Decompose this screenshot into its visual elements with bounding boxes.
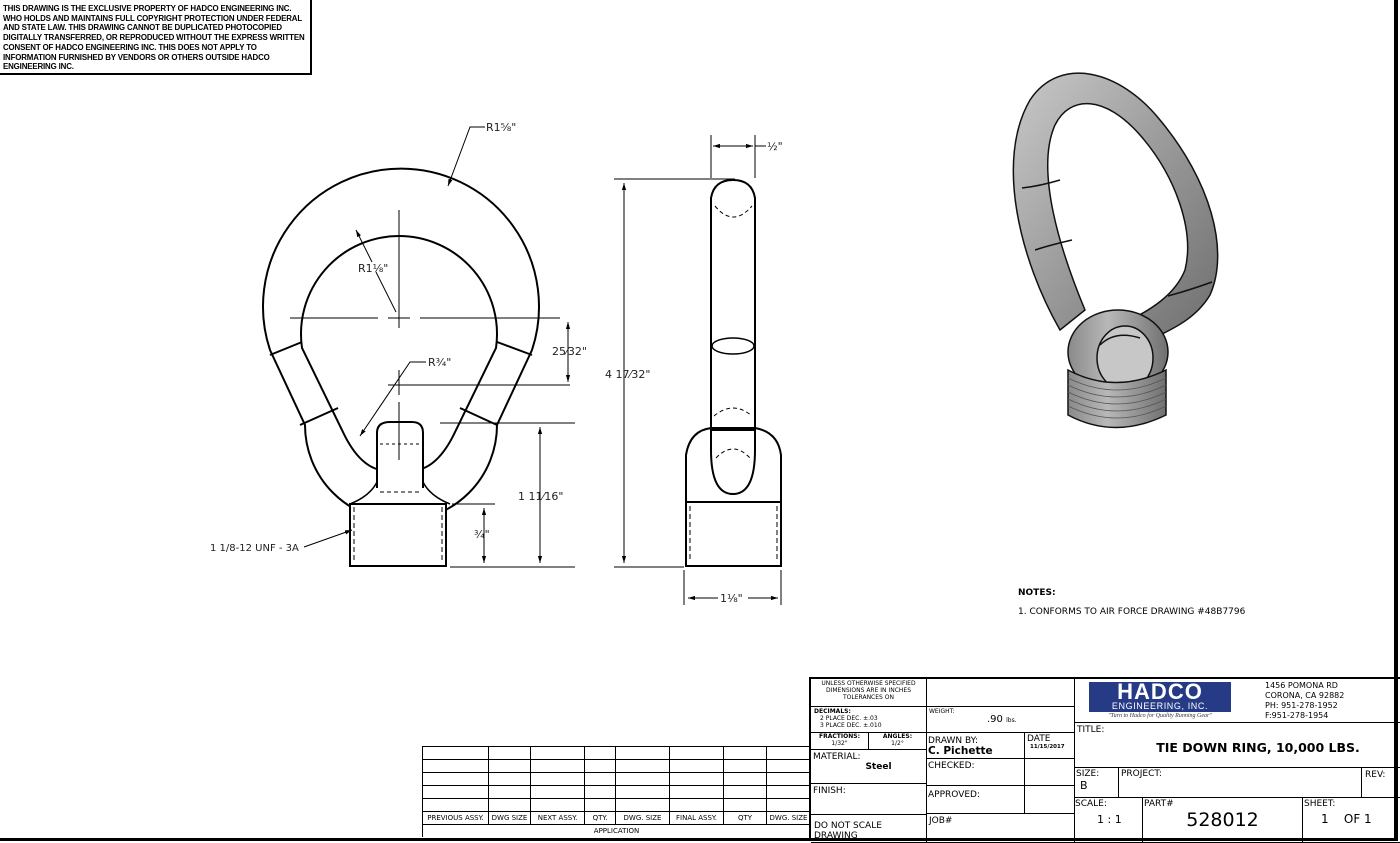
- col-final-assy: FINAL ASSY.: [669, 811, 724, 825]
- title-block: UNLESS OTHERWISE SPECIFIED DIMENSIONS AR…: [809, 677, 1400, 843]
- col-next-assy: NEXT ASSY.: [530, 811, 585, 825]
- blank-cell: [927, 679, 1075, 707]
- ring-thickness-dim: ½": [767, 140, 783, 153]
- company-tagline: "Turn to Hadco for Quality Running Gear": [1108, 713, 1212, 719]
- weight-block: WEIGHT: .90 lbs.: [927, 707, 1075, 733]
- project-block: PROJECT:: [1119, 768, 1362, 798]
- weight-value: .90: [987, 714, 1003, 725]
- part-number: 528012: [1186, 809, 1259, 831]
- application-label: APPLICATION: [422, 824, 811, 837]
- approved-date-cell: [1025, 786, 1075, 814]
- application-header-row: PREVIOUS ASSY. DWG SIZE NEXT ASSY. QTY. …: [422, 811, 811, 825]
- neck-radius-dim: R¾": [428, 356, 451, 369]
- base-width-dim: 1⅛": [720, 592, 743, 605]
- size-value: B: [1080, 779, 1088, 792]
- col-previous-assy: PREVIOUS ASSY.: [422, 811, 489, 825]
- outer-radius-dim: R1⅝": [486, 121, 516, 134]
- company-block: HADCO ENGINEERING, INC. "Turn to Hadco f…: [1075, 679, 1400, 723]
- scale-block: SCALE: 1 : 1: [1075, 798, 1143, 843]
- center-offset-dim: 25⁄32": [552, 345, 587, 358]
- scale-value: 1 : 1: [1097, 813, 1122, 826]
- date-value: 11/15/2017: [1030, 744, 1065, 750]
- col-qty: QTY.: [584, 811, 616, 825]
- copyright-notice: THIS DRAWING IS THE EXCLUSIVE PROPERTY O…: [0, 0, 312, 75]
- checked-block: CHECKED:: [927, 759, 1025, 786]
- fractions-block: FRACTIONS: 1/32": [811, 733, 869, 750]
- front-view: [262, 126, 575, 568]
- drawn-by-block: DRAWN BY: C. Pichette: [927, 733, 1025, 759]
- rev-block: REV:: [1362, 768, 1400, 798]
- material-value: Steel: [865, 762, 892, 772]
- col-dwg-size: DWG SIZE: [488, 811, 531, 825]
- size-block: SIZE: B: [1075, 768, 1119, 798]
- finish-block: FINISH:: [811, 784, 927, 815]
- front-view-dimensions: R1⅝" R1⅛" R¾" 25⁄32" 1 11⁄16" ¾" 1 1/8-1…: [210, 121, 587, 554]
- title-section: TITLE: TIE DOWN RING, 10,000 LBS.: [1075, 723, 1400, 768]
- col-dwg-size-3: DWG. SIZE: [766, 811, 811, 825]
- col-qty-2: QTY: [723, 811, 767, 825]
- sheet-value: 1 OF 1: [1321, 812, 1372, 826]
- material-block: MATERIAL: Steel: [811, 750, 927, 784]
- application-table: PREVIOUS ASSY. DWG SIZE NEXT ASSY. QTY. …: [422, 746, 811, 837]
- col-dwg-size-2: DWG. SIZE: [615, 811, 670, 825]
- neck-height-dim: 1 11⁄16": [518, 490, 563, 503]
- checked-date-cell: [1025, 759, 1075, 786]
- side-view: [614, 135, 782, 605]
- tolerances-header: UNLESS OTHERWISE SPECIFIED DIMENSIONS AR…: [811, 679, 927, 707]
- decimals-block: DECIMALS: 2 PLACE DEC. ±.03 3 PLACE DEC.…: [811, 707, 927, 733]
- notes-section: NOTES: 1. CONFORMS TO AIR FORCE DRAWING …: [1018, 588, 1245, 617]
- approved-block: APPROVED:: [927, 786, 1025, 814]
- date-block: DATE 11/15/2017: [1025, 733, 1075, 759]
- drawn-by-value: C. Pichette: [928, 745, 993, 757]
- drawing-title: TIE DOWN RING, 10,000 LBS.: [1156, 740, 1360, 755]
- part-block: PART# 528012: [1143, 798, 1303, 843]
- sheet-block: SHEET: 1 OF 1: [1303, 798, 1400, 843]
- note-item: 1. CONFORMS TO AIR FORCE DRAWING #48B779…: [1018, 607, 1246, 617]
- thread-length-dim: ¾": [474, 528, 490, 541]
- side-view-dimensions: ½" 4 17⁄32" 1⅛": [605, 140, 783, 605]
- overall-height-dim: 4 17⁄32": [605, 368, 650, 381]
- hadco-logo: HADCO ENGINEERING, INC.: [1089, 681, 1231, 712]
- do-not-scale-note: DO NOT SCALE DRAWING: [811, 815, 927, 843]
- thread-callout: 1 1/8-12 UNF - 3A: [210, 543, 299, 554]
- company-address: 1456 POMONA RD CORONA, CA 92882 PH: 951-…: [1265, 681, 1345, 720]
- notes-heading: NOTES:: [1018, 588, 1056, 598]
- job-block: JOB#: [927, 814, 1075, 843]
- angles-block: ANGLES: 1/2°: [869, 733, 927, 750]
- isometric-view: [1012, 72, 1219, 429]
- inner-radius-dim: R1⅛": [358, 262, 388, 275]
